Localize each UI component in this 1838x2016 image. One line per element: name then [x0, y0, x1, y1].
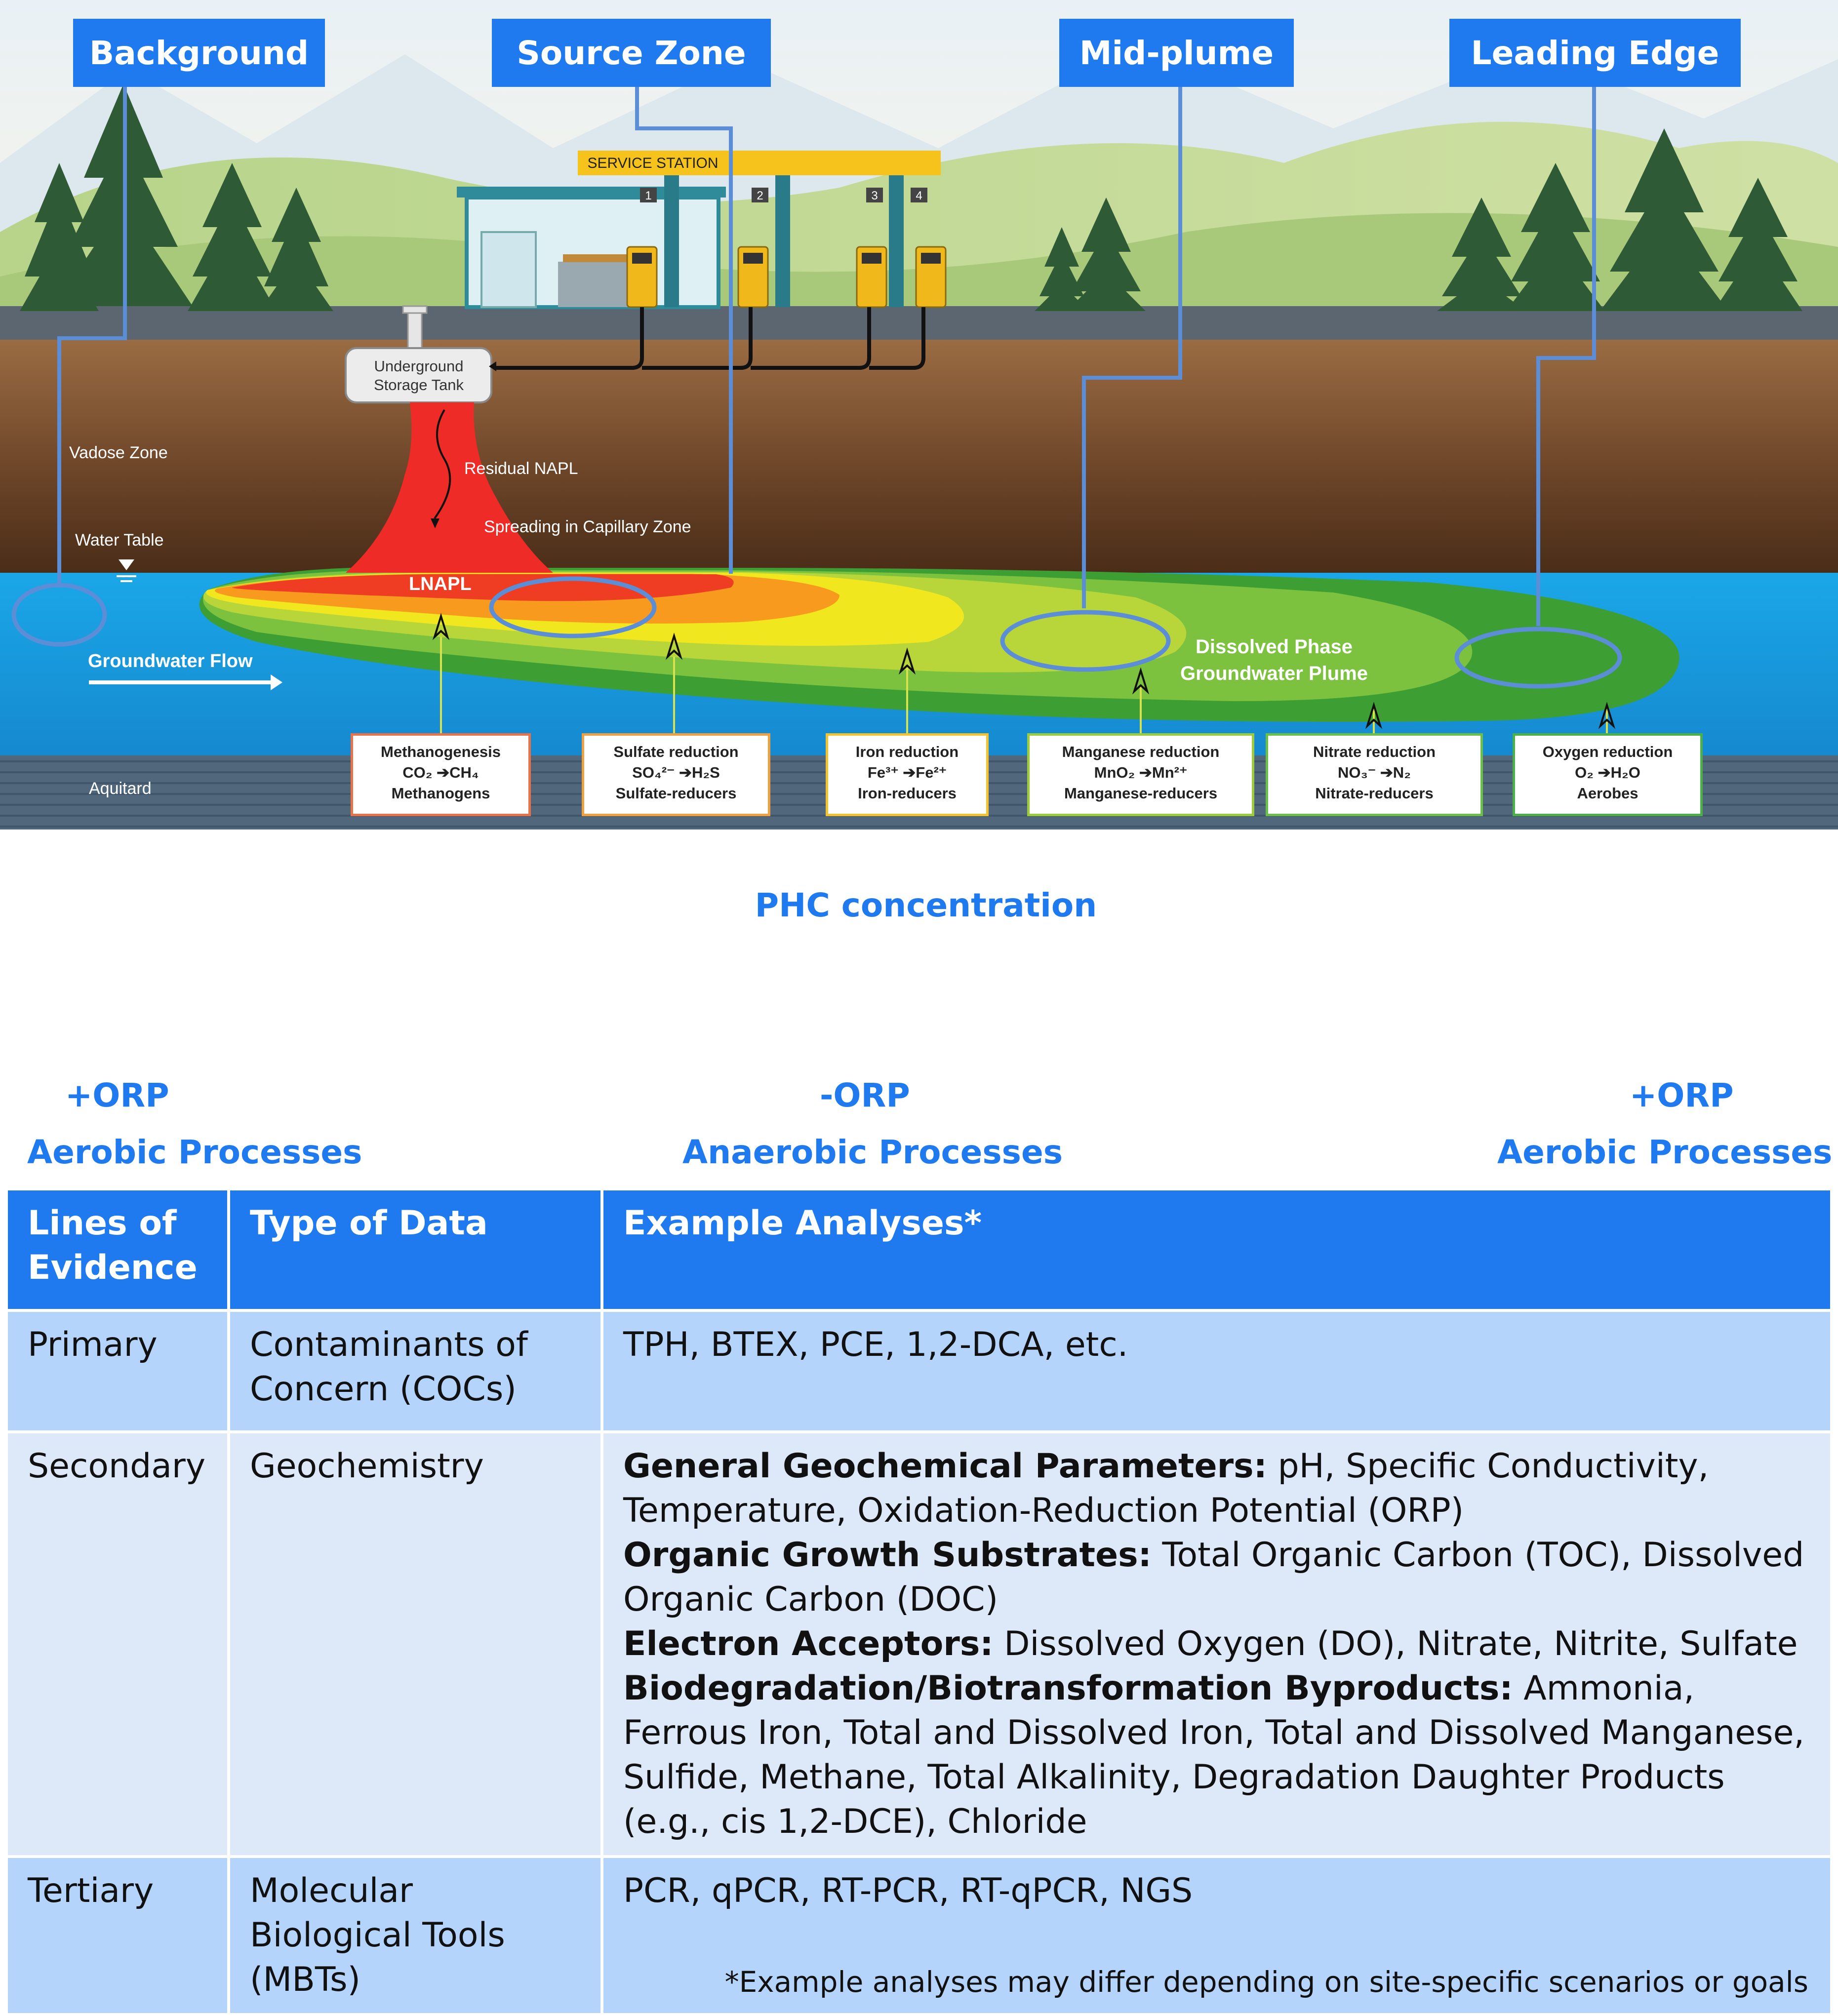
pump-number: 4: [916, 189, 922, 202]
dissolved-plume-label: Groundwater Plume: [1180, 663, 1368, 684]
analysis-group-text: pH, Specific Conductivity, Temperature, …: [623, 1447, 1709, 1530]
site-conceptual-model: SERVICE STATION 1 2 3 4 Underground Stor…: [0, 0, 1838, 830]
process-organisms: Nitrate-reducers: [1315, 785, 1434, 802]
vadose-zone-label: Vadose Zone: [69, 443, 168, 462]
phc-concentration-label: PHC concentration: [755, 886, 1097, 924]
process-box-oxygen: Oxygen reduction O₂ ➔H₂O Aerobes: [1513, 733, 1703, 816]
zone-label-background: Background: [73, 19, 325, 87]
orp-right-process: Aerobic Processes: [1497, 1133, 1833, 1171]
analyses-cell: PCR, qPCR, RT-PCR, RT-qPCR, NGS: [603, 1858, 1830, 2013]
analysis-group-text: Total Organic Carbon (TOC), Dissolved Or…: [623, 1536, 1804, 1619]
process-reaction: O₂ ➔H₂O: [1575, 764, 1640, 781]
process-reaction: NO₃⁻ ➔N₂: [1338, 764, 1411, 781]
zone-label-mid-plume: Mid-plume: [1059, 19, 1294, 87]
pump-number: 1: [645, 189, 651, 202]
analysis-group-label: Biodegradation/Biotransformation Byprodu…: [623, 1669, 1513, 1708]
process-reaction: CO₂ ➔CH₄: [402, 764, 479, 781]
analysis-group-text: Ammonia, Ferrous Iron, Total and Dissolv…: [623, 1669, 1805, 1841]
process-organisms: Manganese-reducers: [1064, 785, 1218, 802]
lnapl-label: LNAPL: [409, 574, 472, 594]
zone-label-leading-edge: Leading Edge: [1449, 19, 1741, 87]
analysis-group-text: Dissolved Oxygen (DO), Nitrate, Nitrite,…: [993, 1624, 1798, 1663]
process-reaction: MnO₂ ➔Mn²⁺: [1094, 764, 1188, 781]
water-table-label: Water Table: [75, 531, 164, 550]
type-cell: Molecular Biological Tools (MBTs): [230, 1858, 600, 2013]
process-box-sulfate: Sulfate reduction SO₄²⁻ ➔H₂S Sulfate-red…: [582, 733, 770, 816]
header-type-of-data: Type of Data: [230, 1190, 600, 1309]
analyses-cell: General Geochemical Parameters: pH, Spec…: [603, 1433, 1830, 1855]
ust-label: Storage Tank: [374, 376, 464, 394]
process-name: Iron reduction: [855, 743, 959, 760]
process-box-methanogenesis: Methanogenesis CO₂ ➔CH₄ Methanogens: [351, 733, 531, 816]
process-box-nitrate: Nitrate reduction NO₃⁻ ➔N₂ Nitrate-reduc…: [1266, 733, 1483, 816]
groundwater-flow-label: Groundwater Flow: [88, 651, 253, 672]
orp-right-sign: +ORP: [1630, 1076, 1734, 1114]
service-station-sign: SERVICE STATION: [587, 155, 718, 171]
process-name: Sulfate reduction: [613, 743, 739, 760]
orp-center-sign: -ORP: [820, 1076, 910, 1114]
process-organisms: Iron-reducers: [858, 785, 957, 802]
spreading-label: Spreading in Capillary Zone: [484, 517, 691, 536]
process-reaction: SO₄²⁻ ➔H₂S: [632, 764, 720, 781]
process-name: Nitrate reduction: [1313, 743, 1436, 760]
lines-of-evidence-table: Lines of Evidence Type of Data Example A…: [5, 1187, 1833, 2016]
pump-number: 3: [871, 189, 878, 202]
type-cell: Geochemistry: [230, 1433, 600, 1855]
table-row: Secondary Geochemistry General Geochemic…: [8, 1433, 1830, 1855]
pump-number: 2: [757, 189, 763, 202]
analysis-group-label: Organic Growth Substrates:: [623, 1536, 1152, 1575]
process-name: Manganese reduction: [1062, 743, 1220, 760]
orp-left-process: Aerobic Processes: [27, 1133, 362, 1171]
process-organisms: Methanogens: [391, 785, 490, 802]
analysis-group-label: Electron Acceptors:: [623, 1624, 994, 1663]
table-header-row: Lines of Evidence Type of Data Example A…: [8, 1190, 1830, 1309]
footnote: *Example analyses may differ depending o…: [724, 1965, 1808, 1999]
ust-label: Underground: [374, 357, 464, 375]
zone-label-source-zone: Source Zone: [492, 19, 771, 87]
process-name: Methanogenesis: [381, 743, 501, 760]
process-organisms: Sulfate-reducers: [615, 785, 737, 802]
table-row: Tertiary Molecular Biological Tools (MBT…: [8, 1858, 1830, 2013]
analysis-group-label: General Geochemical Parameters:: [623, 1447, 1267, 1486]
process-organisms: Aerobes: [1577, 785, 1638, 802]
process-box-manganese: Manganese reduction MnO₂ ➔Mn²⁺ Manganese…: [1027, 733, 1254, 816]
process-box-iron: Iron reduction Fe³⁺ ➔Fe²⁺ Iron-reducers: [826, 733, 989, 816]
header-lines-of-evidence: Lines of Evidence: [8, 1190, 227, 1309]
header-example-analyses: Example Analyses*: [603, 1190, 1830, 1309]
analyses-cell: TPH, BTEX, PCE, 1,2-DCA, etc.: [603, 1312, 1830, 1430]
table-row: Primary Contaminants of Concern (COCs) T…: [8, 1312, 1830, 1430]
orp-left-sign: +ORP: [65, 1076, 169, 1114]
evidence-cell: Primary: [8, 1312, 227, 1430]
residual-napl-label: Residual NAPL: [464, 459, 578, 478]
dissolved-plume-label: Dissolved Phase: [1196, 636, 1353, 658]
aquitard-label: Aquitard: [89, 779, 152, 798]
evidence-cell: Secondary: [8, 1433, 227, 1855]
orp-center-process: Anaerobic Processes: [682, 1133, 1063, 1171]
evidence-cell: Tertiary: [8, 1858, 227, 2013]
process-reaction: Fe³⁺ ➔Fe²⁺: [867, 764, 947, 781]
process-name: Oxygen reduction: [1542, 743, 1673, 760]
type-cell: Contaminants of Concern (COCs): [230, 1312, 600, 1430]
